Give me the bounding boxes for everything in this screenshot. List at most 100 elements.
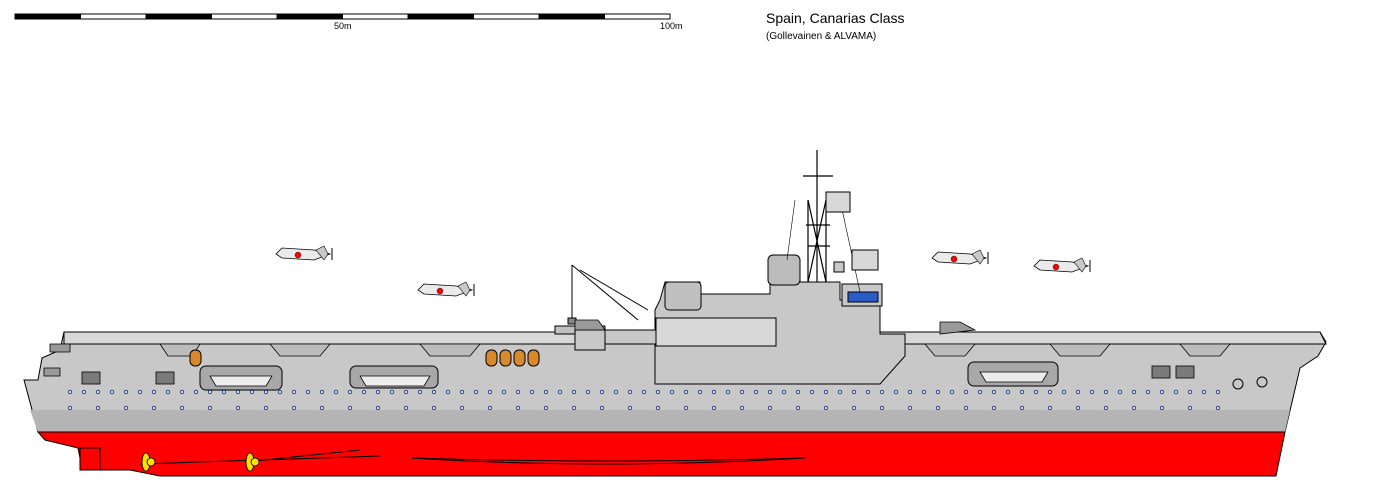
porthole xyxy=(221,389,227,395)
porthole xyxy=(1103,405,1109,411)
scale-segment xyxy=(80,13,147,20)
porthole xyxy=(1089,389,1095,395)
porthole xyxy=(837,389,843,395)
fighter-plane-icon xyxy=(1033,257,1091,273)
porthole xyxy=(403,389,409,395)
porthole xyxy=(767,405,773,411)
aa-gun-mounts xyxy=(43,319,977,377)
porthole xyxy=(1005,389,1011,395)
porthole xyxy=(697,389,703,395)
porthole xyxy=(963,405,969,411)
anchor-hawse xyxy=(1232,376,1268,390)
porthole xyxy=(81,389,87,395)
porthole xyxy=(459,405,465,411)
porthole xyxy=(557,389,563,395)
porthole xyxy=(137,389,143,395)
hull-lower-band xyxy=(30,410,1290,432)
porthole xyxy=(627,389,633,395)
porthole xyxy=(963,389,969,395)
porthole xyxy=(1061,389,1067,395)
porthole xyxy=(207,405,213,411)
liferaft xyxy=(527,349,540,367)
porthole xyxy=(571,389,577,395)
porthole xyxy=(725,389,731,395)
porthole xyxy=(123,389,129,395)
porthole xyxy=(851,389,857,395)
porthole xyxy=(907,405,913,411)
propeller-icon xyxy=(141,452,156,472)
porthole xyxy=(235,405,241,411)
aircraft-group xyxy=(275,245,1091,297)
porthole xyxy=(375,405,381,411)
porthole xyxy=(1131,389,1137,395)
porthole xyxy=(599,405,605,411)
porthole xyxy=(1215,405,1221,411)
porthole xyxy=(613,389,619,395)
porthole xyxy=(1187,389,1193,395)
porthole xyxy=(123,405,129,411)
porthole xyxy=(263,389,269,395)
porthole xyxy=(991,405,997,411)
porthole xyxy=(1075,405,1081,411)
porthole xyxy=(1145,389,1151,395)
porthole xyxy=(375,389,381,395)
porthole xyxy=(459,389,465,395)
porthole xyxy=(655,389,661,395)
porthole xyxy=(431,389,437,395)
island xyxy=(554,254,906,385)
porthole xyxy=(319,389,325,395)
porthole xyxy=(949,389,955,395)
porthole xyxy=(179,389,185,395)
porthole xyxy=(417,389,423,395)
porthole xyxy=(1075,389,1081,395)
radar-array xyxy=(825,191,879,273)
propeller-icon xyxy=(245,452,260,472)
porthole xyxy=(1215,389,1221,395)
porthole xyxy=(627,405,633,411)
porthole xyxy=(879,405,885,411)
porthole xyxy=(1019,389,1025,395)
porthole xyxy=(1117,389,1123,395)
porthole xyxy=(711,389,717,395)
porthole xyxy=(347,389,353,395)
porthole-rows xyxy=(67,389,1221,411)
scale-segment xyxy=(473,13,540,20)
porthole xyxy=(1103,389,1109,395)
porthole xyxy=(1159,405,1165,411)
porthole xyxy=(991,389,997,395)
fighter-plane-icon xyxy=(417,281,475,297)
scale-segment xyxy=(211,13,278,20)
scale-label-100m: 100m xyxy=(660,21,683,31)
porthole xyxy=(431,405,437,411)
crane-icon xyxy=(567,264,649,325)
porthole xyxy=(207,389,213,395)
porthole xyxy=(95,405,101,411)
porthole xyxy=(683,389,689,395)
porthole xyxy=(319,405,325,411)
fighter-plane-icon xyxy=(931,249,989,265)
porthole xyxy=(249,389,255,395)
porthole xyxy=(683,405,689,411)
porthole xyxy=(109,389,115,395)
porthole xyxy=(291,389,297,395)
porthole xyxy=(543,405,549,411)
porthole xyxy=(585,389,591,395)
scale-bar xyxy=(14,13,671,20)
scale-segment xyxy=(604,13,671,20)
scale-segment xyxy=(14,13,81,20)
lattice-mast-icon xyxy=(786,150,861,293)
porthole xyxy=(851,405,857,411)
liferaft xyxy=(189,349,202,367)
rudder xyxy=(79,447,101,471)
propeller-shaft xyxy=(244,449,361,463)
porthole xyxy=(277,389,283,395)
porthole xyxy=(1033,389,1039,395)
scale-segment xyxy=(145,13,212,20)
porthole xyxy=(67,405,73,411)
porthole xyxy=(599,389,605,395)
porthole xyxy=(809,389,815,395)
fighter-plane-icon xyxy=(275,245,333,261)
scale-segment xyxy=(276,13,343,20)
porthole xyxy=(935,389,941,395)
